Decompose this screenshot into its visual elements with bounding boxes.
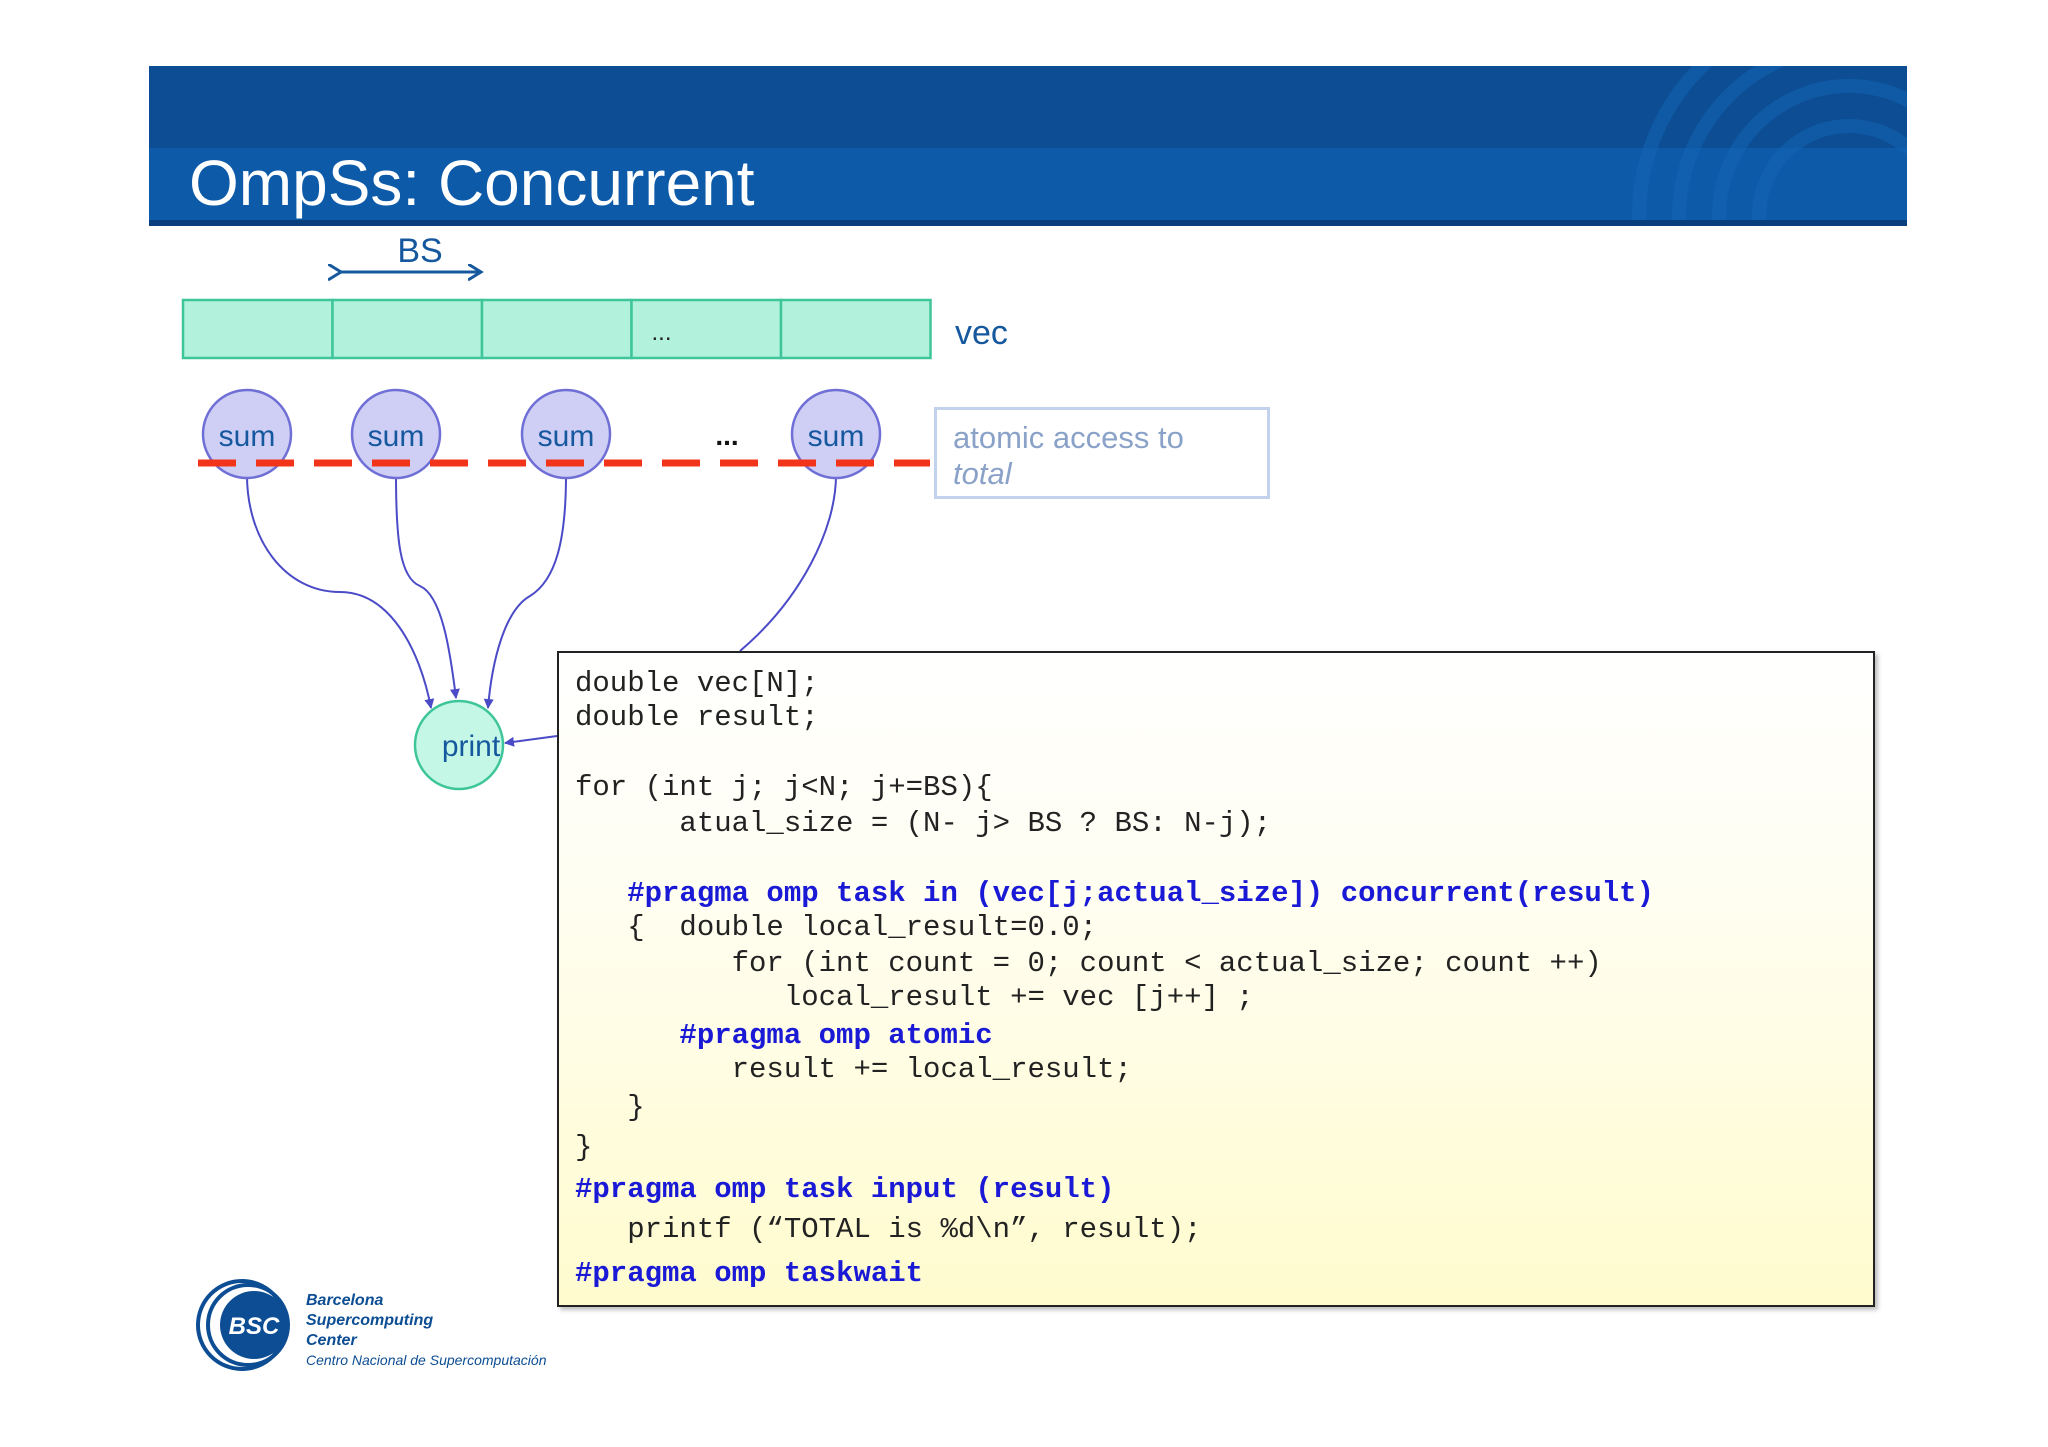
- arrow-sum2-to-print: [395, 474, 460, 699]
- vec-cell-label: ...: [652, 319, 672, 346]
- code-line: double vec[N];: [575, 667, 819, 700]
- vec-cell: [181, 298, 334, 360]
- code-line: { double local_result=0.0;: [575, 911, 1098, 944]
- vec-cell: [331, 298, 484, 360]
- sum-task-nodes: sum sum sum sum: [201, 388, 882, 480]
- logo-badge: BSC: [229, 1313, 280, 1340]
- logo-subtitle: Centro Nacional de Supercomputación: [306, 1352, 547, 1368]
- bsc-logo-mark: BSC: [196, 1279, 290, 1371]
- arrow-sum3-to-print: [483, 474, 567, 709]
- code-pragma-line: #pragma omp atomic: [575, 1019, 993, 1052]
- bs-label: BS: [397, 232, 442, 270]
- logo-text: Barcelona Supercomputing Center Centro N…: [306, 1291, 546, 1369]
- print-node: [413, 699, 505, 791]
- sum-task-label: sum: [808, 420, 865, 453]
- code-line: double result;: [575, 701, 819, 734]
- atomic-callout: atomic access to total: [934, 407, 1270, 499]
- sum-task-node: [201, 388, 293, 480]
- vec-cell: [779, 298, 932, 360]
- code-line: }: [575, 1091, 645, 1124]
- code-pragma-line: #pragma omp taskwait: [575, 1257, 924, 1290]
- print-node-label: print: [442, 730, 501, 763]
- code-line: for (int count = 0; count < actual_size;…: [575, 947, 1602, 980]
- code-line: result += local_result;: [575, 1053, 1132, 1086]
- code-pragma-line: #pragma omp task in (vec[j;actual_size])…: [575, 877, 1654, 910]
- callout-line1: atomic access to: [953, 420, 1184, 455]
- sum-task-node: [350, 388, 442, 480]
- code-pragma-line: #pragma omp task input (result): [575, 1173, 1115, 1206]
- code-line: printf (“TOTAL is %d\n”, result);: [575, 1213, 1202, 1246]
- logo-line2: Supercomputing: [306, 1312, 434, 1329]
- sum-task-label: sum: [368, 420, 425, 453]
- banner-bottom-line: [149, 220, 1907, 226]
- code-box: double vec[N];double result; for (int j; …: [557, 651, 1875, 1307]
- banner-top-band: [149, 66, 1907, 148]
- sum-task-label: sum: [538, 420, 595, 453]
- title-banner: OmpSs: Concurrent: [149, 66, 1907, 226]
- slide-title: OmpSs: Concurrent: [189, 147, 755, 219]
- arrow-sum4-into-print: [504, 735, 558, 747]
- sum-task-node: [790, 388, 882, 480]
- bsc-logo: BSC Barcelona Supercomputing Center Cent…: [190, 1275, 590, 1375]
- sum-task-label: sum: [219, 420, 276, 453]
- callout-line2: total: [953, 456, 1012, 491]
- code-line: for (int j; j<N; j+=BS){: [575, 771, 993, 804]
- logo-line1: Barcelona: [306, 1292, 384, 1309]
- vec-cell: [480, 298, 633, 360]
- vec-label: vec: [955, 314, 1008, 352]
- banner-arcs: [1632, 66, 1907, 226]
- task-ellipsis: ...: [715, 420, 738, 451]
- code-line: }: [575, 1131, 593, 1164]
- sum-task-node: [520, 388, 612, 480]
- code-line: atual_size = (N- j> BS ? BS: N-j);: [575, 807, 1272, 840]
- logo-line3: Center: [306, 1332, 357, 1349]
- arrow-sum4-to-print: [739, 474, 837, 652]
- vec-cell: [630, 298, 783, 360]
- code-line: local_result += vec [j++] ;: [575, 981, 1254, 1014]
- arrow-sum1-to-print: [246, 474, 435, 709]
- vec-array: ...: [181, 298, 932, 360]
